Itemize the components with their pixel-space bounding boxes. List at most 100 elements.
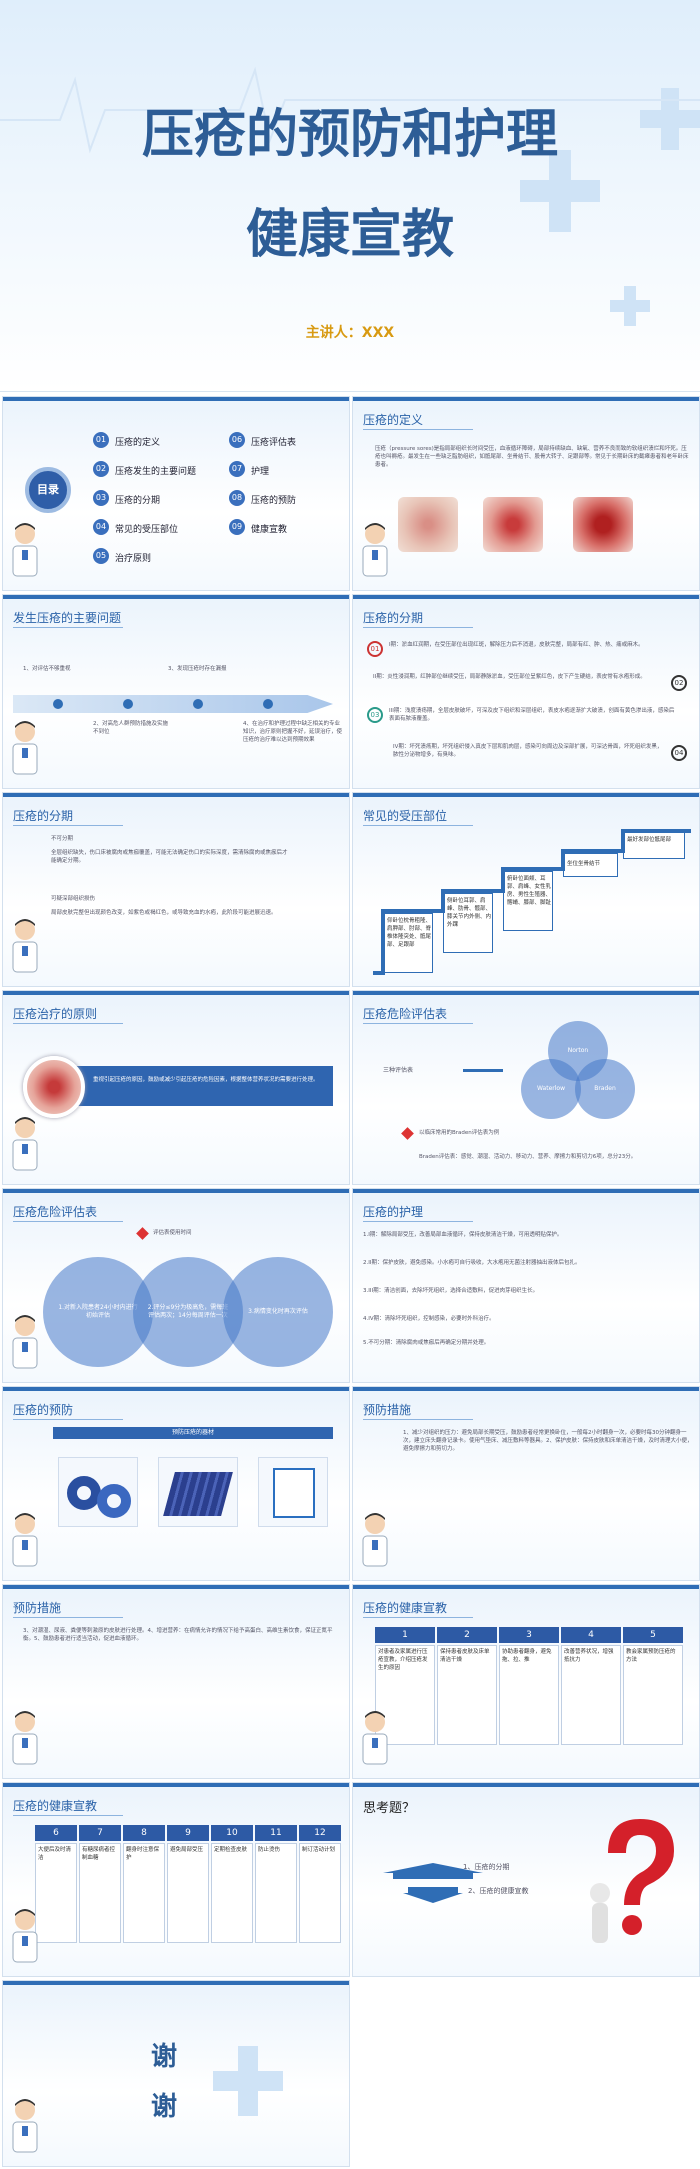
table-cell: 改善营养状况，增强抵抗力 <box>561 1645 621 1745</box>
step-text: 仰卧位枕骨粗隆、肩胛部、肘部、脊椎体隆突处、骶尾部、足跟部 <box>387 918 432 948</box>
care-item: 1.I期：解除局部受压，改善局部血液循环，保持皮肤清洁干燥，可用透明贴保护。 <box>363 1232 563 1238</box>
table-cell: 翻身时注意保护 <box>123 1843 165 1943</box>
risk-note: 以临床常用的Braden评估表为例 <box>419 1130 500 1136</box>
doctor-icon <box>12 523 38 577</box>
step-text: 坐位坐骨结节 <box>567 861 601 867</box>
slide-title: 预防措施 <box>363 1403 412 1417</box>
prevent-text: 3、对潮湿、尿液、粪便等刺激原的皮肤进行处理。4、增进营养：在病情允许的情况下给… <box>23 1628 333 1642</box>
slide-risk-2: 压疮危险评估表 评估表使用时间 1.对新入院患者24小时内进行初始评估 2.评分… <box>2 1188 350 1383</box>
toc-item[interactable]: 健康宣教 <box>251 525 288 535</box>
col-header: 8 <box>123 1825 165 1841</box>
toc-item[interactable]: 常见的受压部位 <box>115 525 179 535</box>
doctor-icon <box>12 1909 38 1963</box>
slide-title: 预防措施 <box>13 1601 62 1615</box>
doctor-icon <box>12 1513 38 1567</box>
slide-title: 压疮危险评估表 <box>363 1007 448 1021</box>
wound-photo <box>573 497 633 552</box>
slide-stages-1: 压疮的分期 01 I期：淤血红润期，在受压部位出现红斑，解除压力后不消退，皮肤完… <box>352 594 700 789</box>
problem-item: 2、对高危人群预防措施及实施不到位 <box>93 721 169 735</box>
slide-title: 常见的受压部位 <box>363 809 448 823</box>
table-cell: 大便后及时清洁 <box>35 1843 77 1943</box>
arrow-icon <box>463 1069 503 1072</box>
risk-circle: 3.病情变化时再次评估 <box>223 1257 333 1367</box>
main-title: 压疮的预防和护理 <box>141 105 558 165</box>
slide-bar <box>353 397 699 401</box>
slide-edu-2: 压疮的健康宣教 6 7 8 9 10 11 12 大便后及时清洁 有糖尿病者控制… <box>2 1782 350 1977</box>
title-underline <box>13 1617 123 1618</box>
slide-bar <box>3 1783 349 1787</box>
col-header: 2 <box>437 1627 497 1643</box>
toc-item[interactable]: 护理 <box>251 467 270 477</box>
toc-item[interactable]: 压疮的定义 <box>115 438 161 448</box>
step-box: 坐位坐骨结节 <box>563 853 618 877</box>
slide-title: 压疮的分期 <box>13 809 74 823</box>
toc-num: 03 <box>93 490 109 506</box>
toc-item[interactable]: 压疮的预防 <box>251 496 297 506</box>
care-item: 2.II期：保护皮肤，避免感染。小水疱可自行吸收，大水疱用无菌注射器抽出液体后包… <box>363 1260 581 1266</box>
slide-definition: 压疮的定义 压疮（pressure sores)是指局部组织长时间受压，血液循环… <box>352 396 700 591</box>
slide-bar <box>353 1189 699 1193</box>
dressing-box-icon <box>273 1468 315 1518</box>
toc-badge: 目录 <box>25 467 71 513</box>
slide-bar <box>3 1585 349 1589</box>
slide-prevent-1: 压疮的预防 预防压疮的器材 <box>2 1386 350 1581</box>
stage-text: 局部皮肤完整但出现颜色改变，如紫色或褐红色，或导致充血的水疱，此阶段可能进展迅速… <box>51 910 277 916</box>
toc-num: 01 <box>93 432 109 448</box>
stage-number: 04 <box>671 745 687 761</box>
circle-braden: Braden <box>575 1059 635 1119</box>
sub-title: 健康宣教 <box>245 205 454 265</box>
question-item: 2、压疮的健康宣教 <box>468 1887 529 1895</box>
stairs-line <box>373 829 691 975</box>
title-underline <box>363 627 473 628</box>
slide-stages-2: 压疮的分期 不可分期 全层组织缺失，伤口床被腐肉或焦痂覆盖，可能无法确定伤口的实… <box>2 792 350 987</box>
toc-item[interactable]: 治疗原则 <box>115 554 152 564</box>
toc-num: 09 <box>229 519 245 535</box>
wound-photo <box>483 497 543 552</box>
toc-num: 06 <box>229 432 245 448</box>
risk-tag: 评估表使用时间 <box>153 1230 192 1236</box>
toc-num: 08 <box>229 490 245 506</box>
table-cell: 保持患者皮肤及床单清洁干燥 <box>437 1645 497 1745</box>
timeline-dot <box>193 699 203 709</box>
cross-decor <box>238 2046 258 2116</box>
problem-item: 4、在治疗和护理过程中缺乏相关的专业知识，治疗原则把握不好，延误治疗，使压疮的治… <box>243 721 343 743</box>
definition-text: 压疮（pressure sores)是指局部组织长时间受压，血液循环障碍，局部持… <box>375 446 689 468</box>
doctor-icon <box>12 919 38 973</box>
question-mark-icon <box>590 1819 674 1943</box>
table-cell: 防止烫伤 <box>255 1843 297 1943</box>
title-underline <box>363 1221 473 1222</box>
col-header: 6 <box>35 1825 77 1841</box>
slide-bar <box>3 1189 349 1193</box>
step-box: 侧卧位耳郭、肩峰、肋骨、髋部、膝关节内外侧、内外踝 <box>443 893 493 953</box>
slide-title: 发生压疮的主要问题 <box>13 611 122 625</box>
stage-heading: 可疑深部组织损伤 <box>51 896 96 902</box>
title-underline <box>363 825 473 826</box>
ring-cushion-icon <box>97 1484 131 1518</box>
slide-bar <box>353 595 699 599</box>
toc-item[interactable]: 压疮发生的主要问题 <box>115 467 197 477</box>
timeline-dot <box>123 699 133 709</box>
toc-item[interactable]: 压疮的分期 <box>115 496 161 506</box>
risk-footer: Braden评估表：感觉、潮湿、活动力、移动力、营养、摩擦力和剪切力6项，总分2… <box>419 1154 637 1160</box>
question-item: 1、压疮的分期 <box>463 1863 510 1871</box>
stage-number: 01 <box>367 641 383 657</box>
title-underline <box>13 1023 123 1024</box>
slide-risk-1: 压疮危险评估表 三种评估表 Norton Waterlow Braden 以临床… <box>352 990 700 1185</box>
slide-title: 思考题？ <box>363 1801 416 1816</box>
equipment-bar: 预防压疮的器材 <box>53 1427 333 1439</box>
stage-number: 03 <box>367 707 383 723</box>
care-item: 5.不可分期：清除腐肉或焦痂后再确定分期并处理。 <box>363 1340 490 1346</box>
slide-bar <box>353 991 699 995</box>
doctor-icon <box>12 1711 38 1765</box>
slide-prevent-3: 预防措施 3、对潮湿、尿液、粪便等刺激原的皮肤进行处理。4、增进营养：在病情允许… <box>2 1584 350 1779</box>
doctor-icon <box>12 1117 38 1171</box>
table-cell: 制订活动计划 <box>299 1843 341 1943</box>
doctor-icon <box>12 2099 38 2153</box>
slide-bar <box>3 1387 349 1391</box>
title-underline <box>13 825 123 826</box>
problem-item: 1、对评估不够重视 <box>23 666 71 672</box>
col-header: 12 <box>299 1825 341 1841</box>
slide-sites: 常见的受压部位 仰卧位枕骨粗隆、肩胛部、肘部、脊椎体隆突处、骶尾部、足跟部 侧卧… <box>352 792 700 987</box>
toc-item[interactable]: 压疮评估表 <box>251 438 297 448</box>
